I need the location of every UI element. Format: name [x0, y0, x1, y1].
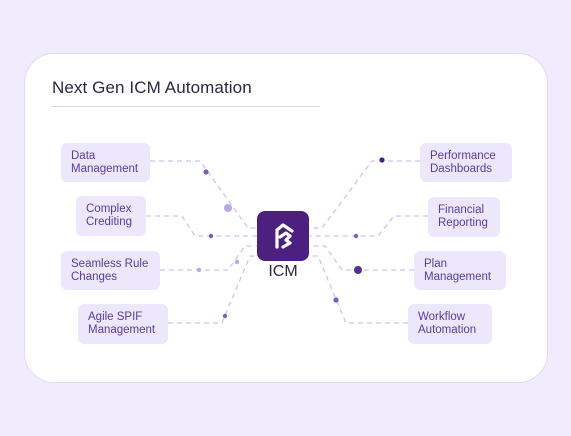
connector-dot [354, 266, 362, 274]
connector-dot [379, 157, 385, 163]
box-label-line: Reporting [438, 217, 488, 229]
box-label-line: Dashboards [430, 162, 493, 175]
box-label-line: Agile SPIF [88, 311, 143, 323]
connector-dot [208, 233, 214, 239]
connector-performance-dashboards [309, 160, 420, 229]
connector-dot [222, 313, 228, 319]
box-label-line: Crediting [86, 216, 133, 228]
connector-plan-management [309, 245, 414, 271]
box-label-line: Performance [430, 149, 496, 162]
box-label-line: Automation [418, 324, 477, 336]
connector-workflow-automation [309, 255, 408, 324]
icm-logo-icon [275, 223, 294, 249]
title-divider [52, 106, 320, 107]
box-label-line: Management [88, 324, 156, 336]
connector-dot [224, 204, 232, 212]
diagram-title: Next Gen ICM Automation [52, 78, 252, 97]
box-label-line: Workflow [418, 311, 466, 323]
box-label-line: Plan [424, 257, 448, 270]
box-label-line: Financial [438, 204, 485, 216]
icm-logo [257, 211, 309, 261]
connector-dot [234, 259, 240, 265]
connector-data-management [150, 160, 257, 229]
box-label-line: Seamless Rule [71, 257, 149, 270]
box-label-line: Changes [71, 270, 118, 283]
connector-complex-crediting [146, 215, 257, 237]
connector-dot [353, 233, 359, 239]
connector-agile-spif-management [168, 255, 257, 324]
box-label-line: Complex [86, 203, 132, 215]
connector-dot [196, 267, 202, 273]
icm-label: ICM [268, 263, 298, 280]
connector-financial-reporting [309, 215, 428, 237]
connector-dot [333, 297, 339, 303]
connector-dot [203, 169, 209, 175]
box-label-line: Management [424, 270, 492, 283]
box-label-line: Management [71, 162, 139, 175]
box-label-line: Data [71, 149, 96, 162]
connector-seamless-rule-changes [160, 245, 257, 271]
